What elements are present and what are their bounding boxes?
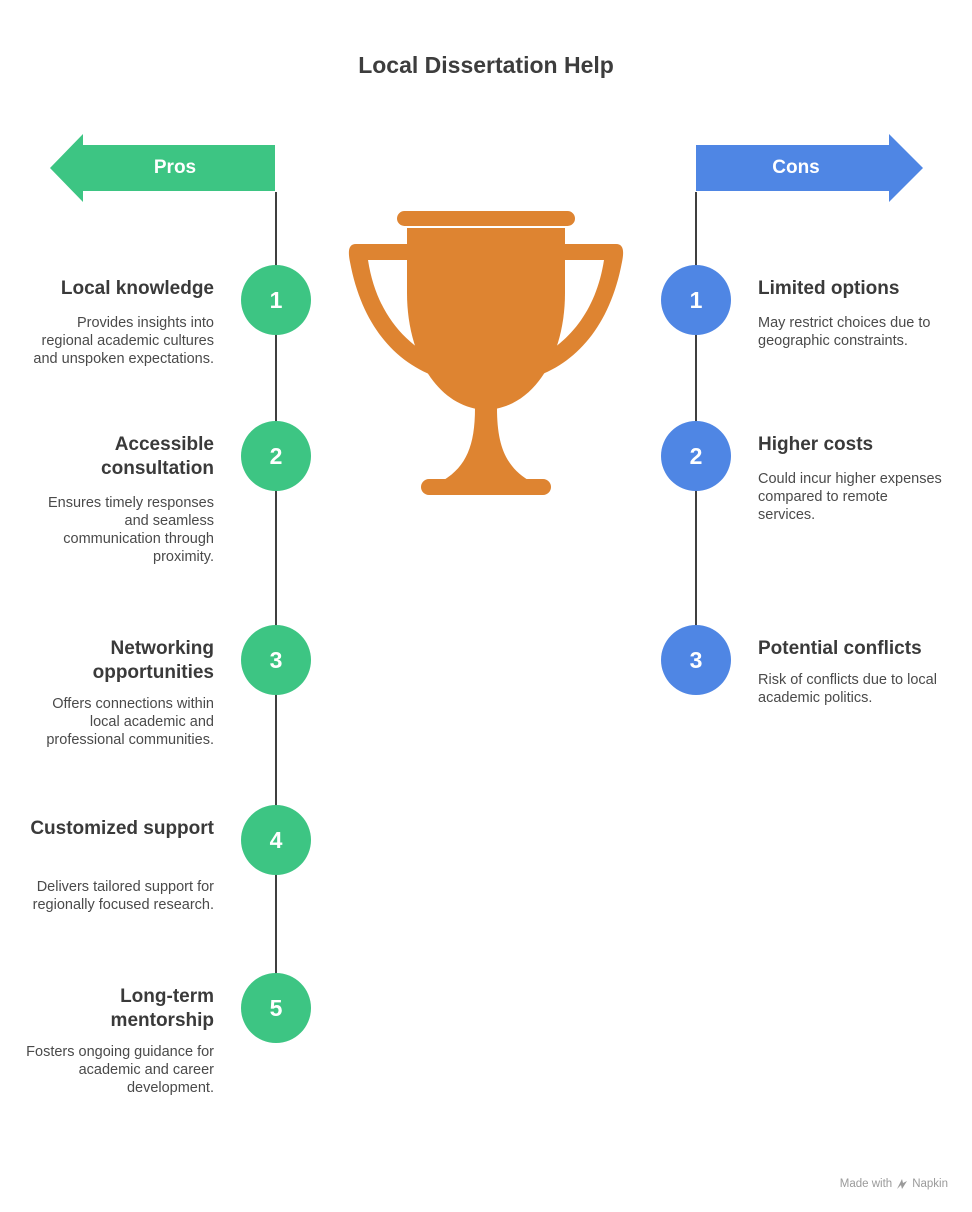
- pros-arrow-icon: [50, 134, 275, 202]
- pros-item-title-3: Networking opportunities: [92, 638, 214, 683]
- pros-label: Pros: [153, 157, 197, 178]
- pros-number-4: 4: [241, 805, 311, 875]
- cons-item-desc-2: Could incur higher expenses compared to …: [758, 471, 942, 523]
- footer-attribution: Made with Napkin: [840, 1178, 948, 1190]
- cons-arrow-icon: [696, 134, 923, 202]
- footer-made-with: Made with: [839, 1178, 893, 1190]
- pros-number-3: 3: [241, 625, 311, 695]
- pros-number-2: 2: [241, 421, 311, 491]
- cons-number-3: 3: [661, 625, 731, 695]
- pros-number-1: 1: [241, 265, 311, 335]
- pros-item-desc-1: Provides insights into regional academic…: [33, 315, 214, 367]
- cons-banner: Cons: [696, 134, 923, 202]
- napkin-logo-icon: [897, 1179, 908, 1189]
- pros-item-title-4: Customized support: [30, 818, 214, 839]
- cons-item-desc-3: Risk of conflicts due to local academic …: [758, 672, 937, 706]
- pros-item-title-2: Accessible consultation: [101, 434, 214, 479]
- page-title: Local Dissertation Help: [358, 52, 614, 78]
- cons-item-desc-1: May restrict choices due to geographic c…: [758, 315, 931, 349]
- pros-timeline: [275, 192, 277, 1008]
- cons-item-title-2: Higher costs: [758, 434, 874, 455]
- pros-number-5: 5: [241, 973, 311, 1043]
- cons-number-1: 1: [661, 265, 731, 335]
- pros-item-desc-3: Offers connections within local academic…: [46, 696, 214, 748]
- cons-item-title-3: Potential conflicts: [758, 638, 922, 659]
- pros-item-desc-5: Fosters ongoing guidance for academic an…: [26, 1044, 214, 1096]
- cons-number-2: 2: [661, 421, 731, 491]
- pros-item-desc-4: Delivers tailored support for regionally…: [32, 879, 214, 913]
- cons-item-title-1: Limited options: [758, 278, 900, 299]
- pros-item-title-5: Long-term mentorship: [110, 986, 214, 1031]
- pros-banner: Pros: [50, 134, 286, 202]
- pros-item-title-1: Local knowledge: [60, 278, 214, 299]
- footer-brand: Napkin: [912, 1178, 948, 1190]
- cons-label: Cons: [772, 157, 820, 178]
- trophy-icon: [348, 211, 624, 495]
- pros-item-desc-2: Ensures timely responses and seamless co…: [47, 495, 214, 565]
